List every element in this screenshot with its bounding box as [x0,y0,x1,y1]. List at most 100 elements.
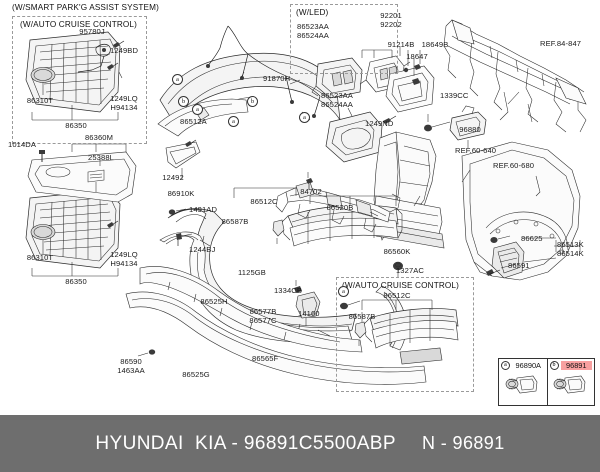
header-smart-parking: (W/SMART PARK'G ASSIST SYSTEM) [12,3,159,12]
clip-1334cb [340,300,361,310]
label-86523AA-86524AA-box: 86523AA 86524AA [297,22,329,40]
parking-sensor-wiring-harness [206,25,321,118]
callout-a-1: a [172,74,183,85]
sensor-icon-b [553,375,586,394]
legend-head-a: a 96890A [499,359,547,370]
label-1244BJ: 1244BJ [189,245,216,254]
label-84702: 84702 [300,187,322,196]
label-REF-60-680: REF.60-680 [493,161,535,170]
header-w-led: (W/LED) [296,8,329,17]
label-REF-84-847: REF.84-847 [540,39,582,48]
front-fender-86513k [461,141,581,281]
legend-head-b: b 96891 [548,359,595,370]
cowl-crossbar-ref84847 [443,19,587,133]
nut-1327ac [393,261,403,278]
label-REF-60-640: REF.60-640 [455,146,497,155]
header-auto-cruise-bottom: (W/AUTO CRUISE CONTROL) [342,281,460,290]
absorber-86577b [295,291,321,326]
legend-cell-b[interactable]: b 96891 [546,359,595,405]
label-86512C-box: 86512C [383,291,411,300]
label-86525G: 86525G [182,370,210,379]
label-1249ND: 1249ND [365,119,394,128]
label-86512A: 86512A [180,117,207,126]
label-1491AD: 1491AD [189,205,218,214]
screw-1014da [39,150,45,162]
clip-1125gb [294,280,302,293]
label-86512C-main: 86512C [250,197,278,206]
label-12492: 12492 [162,173,184,182]
bumper-lower-moulding-86525g [125,291,427,385]
label-14160: 14160 [298,309,320,318]
label-1249BD: 1249BD [110,46,139,55]
label-86591: 86591 [508,261,530,270]
label-86587B-box: 86587B [348,312,376,321]
mudguard-86591 [486,241,525,279]
callout-b-2: b [247,96,258,107]
label-91214B: 91214B [387,40,415,49]
bracket-86910k [165,139,201,180]
nut-1339cc [424,114,451,132]
label-86525H: 86525H [200,297,228,306]
bumper-lower-lip-86565f [139,266,363,353]
label-86310T-top: 86310T [26,96,54,105]
label-1327AC: 1327AC [395,266,425,275]
label-96880: 96880 [459,125,481,134]
label-86577B-86577C: 86577B 86577C [249,307,277,325]
screw-1249nd [383,115,397,124]
label-86310T-bottom: 86310T [26,253,54,262]
label-18647: 18647 [406,52,428,61]
label-25388L: 25388L [88,153,114,162]
label-86910K: 86910K [167,189,195,198]
label-86587B-main: 86587B [221,217,249,226]
label-86523AA-86524AA-main: 86523AA 86524AA [321,91,353,109]
led-fog-lamp-box-unit [311,57,363,99]
label-86565F: 86565F [252,354,279,363]
footer-brand-part: HYUNDAI KIA - 96891C5500ABP [95,432,396,454]
label-1249LQ-H94134-bottom: 1249LQ H94134 [110,250,138,268]
callout-a-3: a [228,116,239,127]
grille-upper-moulding [27,151,137,203]
footer-bar: HYUNDAI KIA - 96891C5500ABP N - 96891 [0,415,600,472]
legend-mark-b: b [549,361,559,370]
group-box-auto-cruise-bottom [336,277,474,392]
label-86590-1463AA: 86590 1463AA [117,357,145,375]
label-86350-top: 86350 [65,121,87,130]
group-box-auto-cruise-top [12,16,147,144]
label-1334CB: 1334CB [273,286,303,295]
label-18649B: 18649B [421,40,449,49]
label-86560K: 86560K [383,247,411,256]
label-86350-bottom: 86350 [65,277,87,286]
label-1249LQ-H94134-top: 1249LQ H94134 [110,94,138,112]
label-1125GB: 1125GB [238,268,266,277]
callout-a-5: a [338,286,349,297]
label-91870H: 91870H [263,74,291,83]
parking-sensor-harness-top [77,43,111,73]
bracket-86587b-box [354,321,367,346]
callout-b-1: b [178,96,189,107]
legend-box: a 96890A b 96891 [498,358,595,406]
label-92201-92202: 92201 92202 [380,11,402,29]
clip-1244bj [176,233,193,246]
label-86625: 86625 [521,234,543,243]
screw-1249bd [113,40,125,48]
control-unit-96880 [449,105,487,148]
headlamp-bracket-91214b [385,64,435,113]
bracket-86587b [272,219,285,244]
clip-86625 [490,235,511,243]
label-86513K-86514K: 86513K 86514K [557,240,584,258]
clip-1463aa [137,349,156,357]
bumper-upper-reinforcement-86520b [275,181,401,233]
screw-84702 [306,172,313,190]
lower-grille-assembly [25,189,121,269]
group-box-w-led [290,4,398,74]
callout-a-2: a [192,104,203,115]
bumper-beam-box-86512c [363,308,459,365]
sensor-icon-a [505,375,538,394]
callout-a-4: a [299,112,310,123]
label-86520B: 86520B [326,203,354,212]
legend-cell-a[interactable]: a 96890A [499,359,547,405]
header-auto-cruise-top: (W/AUTO CRUISE CONTROL) [20,20,138,29]
screw-1249lq-top [107,62,119,70]
legend-number-b: 96891 [560,361,592,370]
